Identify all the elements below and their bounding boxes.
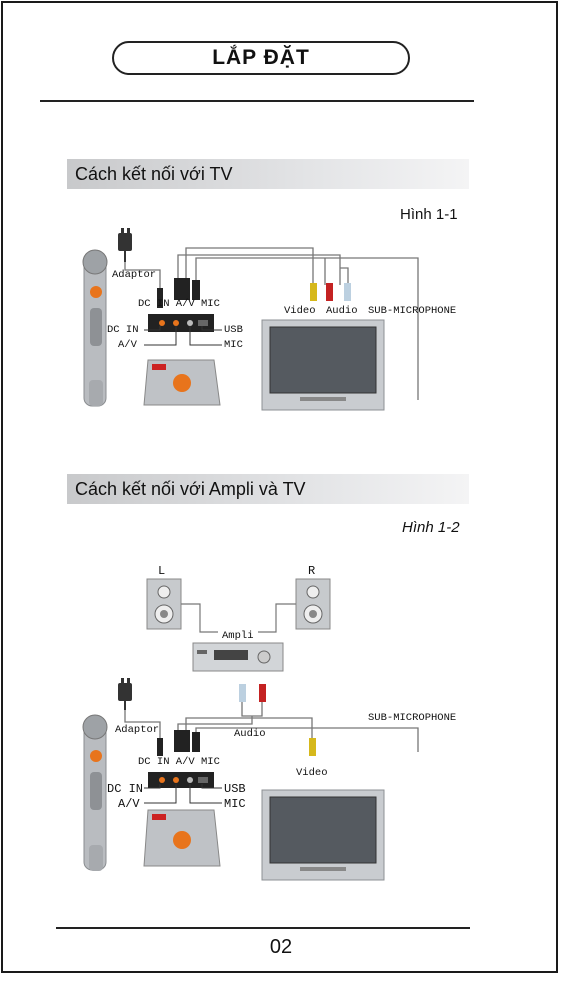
speaker-right-label: R bbox=[308, 564, 316, 578]
adaptor-icon-2 bbox=[118, 678, 132, 710]
dc-in-label-2: DC IN bbox=[107, 782, 144, 796]
section-heading-ampli-tv: Cách kết nối với Ampli và TV bbox=[67, 474, 469, 504]
audio-label-1: Audio bbox=[326, 305, 358, 317]
speaker-right-icon bbox=[295, 578, 331, 630]
page-frame bbox=[1, 1, 558, 973]
figure-label-2: Hình 1-2 bbox=[402, 519, 460, 536]
page-title: LẮP ĐẶT bbox=[112, 41, 410, 75]
usb-label-2: USB bbox=[224, 782, 246, 796]
section-heading-tv: Cách kết nối với TV bbox=[67, 159, 469, 189]
speaker-left-label: L bbox=[158, 564, 166, 578]
footer-rule bbox=[56, 927, 470, 929]
av-label-1: A/V bbox=[118, 339, 137, 351]
sub-mic-label-1: SUB-MICROPHONE bbox=[368, 305, 457, 317]
speaker-left-icon bbox=[146, 578, 182, 630]
adaptor-icon-1 bbox=[118, 228, 132, 262]
plug-connectors-2 bbox=[157, 684, 316, 756]
receiver-box-2 bbox=[143, 772, 221, 867]
microphone-icon-2 bbox=[82, 714, 108, 871]
ampli-icon bbox=[192, 642, 284, 672]
mic-label-2: MIC bbox=[224, 797, 246, 811]
av-label-2: A/V bbox=[118, 797, 140, 811]
usb-label-1: USB bbox=[224, 324, 243, 336]
receiver-box-1 bbox=[143, 314, 221, 406]
video-label-1: Video bbox=[284, 305, 316, 317]
sub-mic-label-2: SUB-MICROPHONE bbox=[368, 712, 457, 724]
adaptor-label-2: Adaptor bbox=[115, 724, 160, 736]
dc-in-label-1: DC IN bbox=[107, 324, 139, 336]
figure-label-1: Hình 1-1 bbox=[400, 206, 458, 223]
tv-icon-2 bbox=[261, 789, 385, 881]
plug-connectors-1 bbox=[157, 278, 351, 308]
header-rule bbox=[40, 100, 474, 102]
mic-label-1: MIC bbox=[224, 339, 243, 351]
audio-label-2: Audio bbox=[234, 728, 266, 740]
tv-icon-1 bbox=[261, 319, 385, 411]
page-number: 02 bbox=[269, 936, 293, 958]
ports-top-label-1: DC IN A/V MIC bbox=[138, 298, 220, 310]
microphone-icon-1 bbox=[82, 249, 108, 407]
ports-top-label-2: DC IN A/V MIC bbox=[138, 756, 220, 768]
video-label-2: Video bbox=[296, 767, 328, 779]
ampli-label: Ampli bbox=[222, 630, 254, 642]
adaptor-label-1: Adaptor bbox=[112, 269, 157, 281]
